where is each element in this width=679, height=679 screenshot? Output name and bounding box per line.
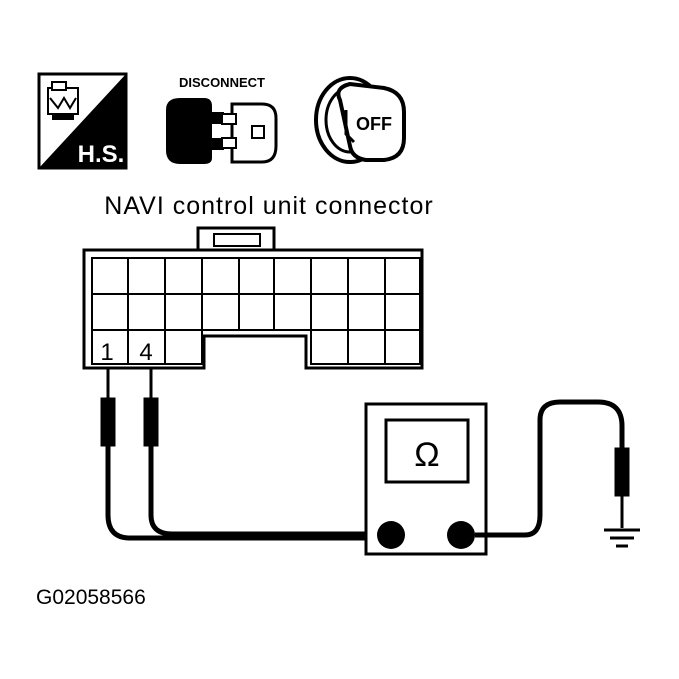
probe-leads [100,368,372,541]
meter-terminal-com-icon [377,521,405,549]
key-off-label: OFF [356,114,392,134]
ground-symbol-icon [604,528,640,548]
pin-label-1: 1 [100,339,113,366]
disconnect-label: DISCONNECT [179,75,265,90]
ground-lead [475,399,630,538]
probe-4-icon [143,397,159,447]
navi-connector: 1 4 [82,226,424,370]
meter-ohm-symbol: Ω [414,436,439,474]
meter-terminal-ohm-icon [447,521,475,549]
meter-display [384,418,470,484]
connector-title: NAVI control unit connector [104,192,433,220]
figure-id: G02058566 [36,586,146,609]
hs-label: H.S. [78,141,125,168]
harness-sub-icon: H.S. [37,72,128,170]
ignition-key-off-icon: OFF [314,76,406,164]
pin-label-4: 4 [139,339,152,366]
ground-probe-icon [614,447,630,497]
disconnect-icon: DISCONNECT [166,75,278,164]
ohmmeter: Ω [364,402,488,556]
probe-1-icon [100,397,116,447]
